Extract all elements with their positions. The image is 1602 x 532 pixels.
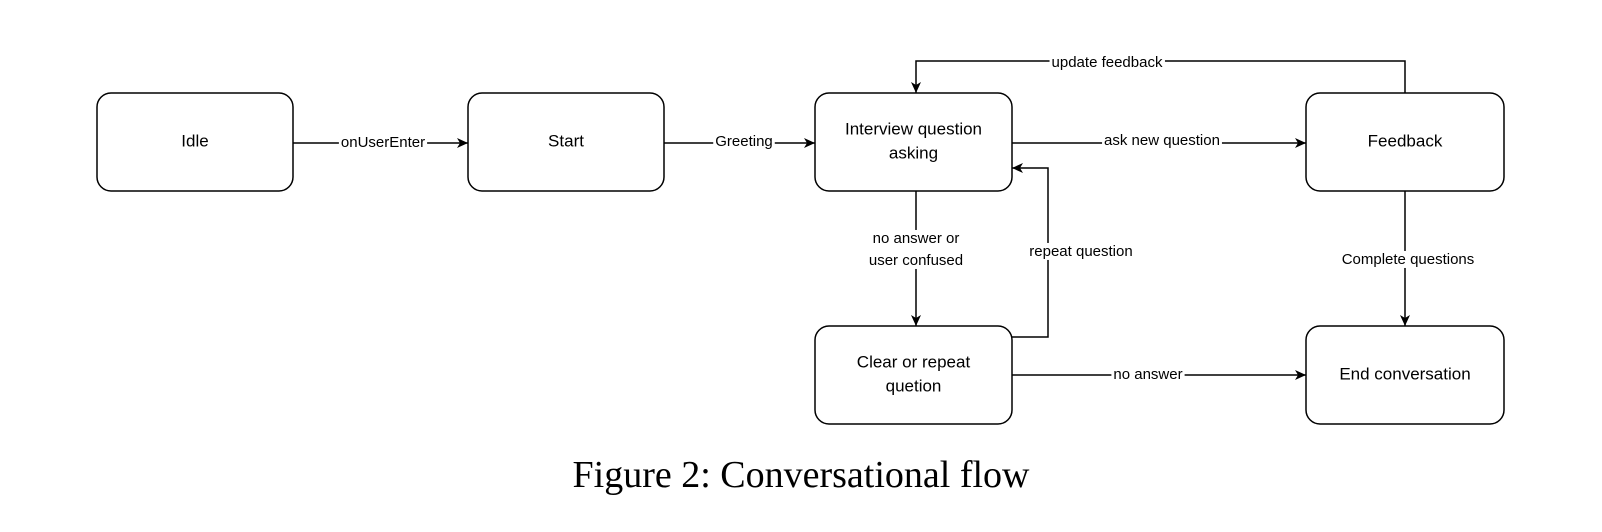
node-feedback-box: [1305, 92, 1505, 192]
edge-label-greeting: Greeting: [713, 132, 775, 150]
node-clear-label: quetion: [886, 376, 942, 395]
edge-label-background: [1111, 365, 1185, 383]
edge-label-no-answer-confused: no answer or user confused: [866, 229, 966, 269]
node-clear-label: Clear or repeat: [857, 352, 971, 371]
edge-label-text: no answer or: [873, 230, 960, 247]
node-interview: Interview question asking: [814, 92, 1013, 192]
node-idle-box: [96, 92, 294, 192]
edge-label-text: Complete questions: [1342, 251, 1475, 268]
edge-label-background: [1049, 53, 1165, 71]
node-idle: Idle: [96, 92, 294, 192]
node-idle-label: Idle: [181, 131, 208, 150]
edge-label-ask-new-question: ask new question: [1102, 131, 1222, 149]
edge-label-no-answer: no answer: [1111, 365, 1185, 383]
edge-label-text: user confused: [869, 252, 963, 269]
node-interview-label: Interview question: [845, 119, 982, 138]
edge-label-background: [338, 133, 428, 151]
edge-label-background: [1102, 131, 1222, 149]
node-clear-box: [814, 325, 1013, 425]
node-feedback: Feedback: [1305, 92, 1505, 192]
edge-label-text: update feedback: [1052, 54, 1163, 71]
node-end-box: [1305, 325, 1505, 425]
edge-label-text: repeat question: [1029, 243, 1132, 260]
edge-label-complete-questions: Complete questions: [1339, 250, 1477, 268]
node-end-label: End conversation: [1339, 364, 1470, 383]
edge-label-background: [866, 229, 966, 269]
node-start: Start: [467, 92, 665, 192]
edge-label-background: [713, 132, 775, 150]
node-clear: Clear or repeat quetion: [814, 325, 1013, 425]
edge-label-text: no answer: [1113, 366, 1182, 383]
edge-label-text: onUserEnter: [341, 134, 425, 151]
edge-label-background: [1027, 242, 1135, 260]
node-interview-box: [814, 92, 1013, 192]
edge-label-on-user-enter: onUserEnter: [338, 133, 428, 151]
edge-label-text: Greeting: [715, 133, 773, 150]
edge-label-background: [1339, 250, 1477, 268]
node-start-label: Start: [548, 131, 584, 150]
nodes-layer: Idle Start Interview question asking Feedbac…: [96, 92, 1505, 425]
node-end: End conversation: [1305, 325, 1505, 425]
node-interview-label: asking: [889, 143, 938, 162]
node-start-box: [467, 92, 665, 192]
edge-labels-layer: onUserEnter Greeting ask new question updat…: [338, 53, 1477, 383]
edge-label-repeat-question: repeat question: [1027, 242, 1135, 260]
node-feedback-label: Feedback: [1368, 131, 1443, 150]
edge-label-text: ask new question: [1104, 132, 1220, 149]
edge-label-update-feedback: update feedback: [1049, 53, 1165, 71]
figure-caption: Figure 2: Conversational flow: [572, 454, 1030, 496]
